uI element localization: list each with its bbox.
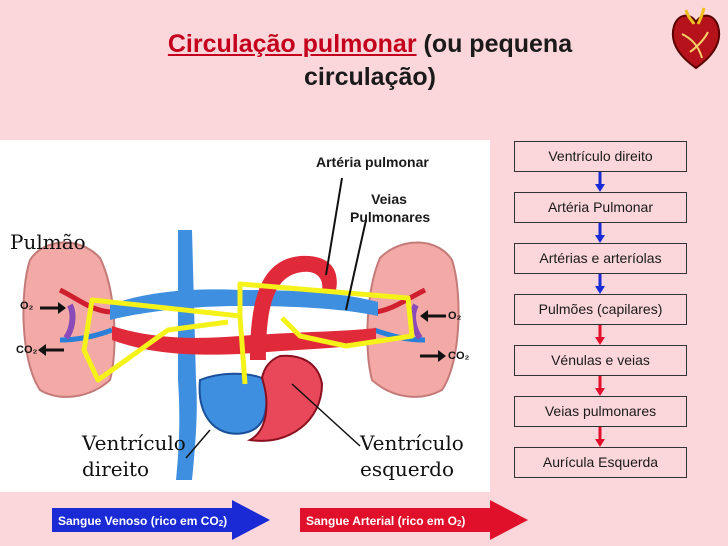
flow-arrow	[595, 223, 605, 243]
flow-step: Artéria Pulmonar	[514, 192, 687, 223]
legend-arterial: Sangue Arterial (rico em O2)	[300, 500, 530, 540]
flow-arrow	[595, 325, 605, 345]
label-arteria-pulmonar: Artéria pulmonar	[316, 154, 429, 170]
label-veias-pulmonares: Veias Pulmonares	[350, 190, 431, 226]
legend-venous-arrow	[52, 500, 270, 540]
aorta	[250, 255, 337, 360]
flow-step: Pulmões (capilares)	[514, 294, 687, 325]
flow-step: Veias pulmonares	[514, 396, 687, 427]
label-co2-left: CO₂	[16, 344, 38, 356]
flow-arrow	[595, 376, 605, 396]
label-vd-line2: direito	[82, 457, 150, 481]
label-veias-line1: Veias	[371, 191, 407, 207]
circulation-path-yellow	[81, 281, 415, 385]
anatomy-illustration	[22, 177, 460, 480]
label-ventriculo-esquerdo: Ventrículo esquerdo	[360, 430, 464, 482]
page-title: Circulação pulmonar (ou pequena circulaç…	[60, 28, 680, 94]
label-vd-line1: Ventrículo	[82, 431, 186, 455]
flow-arrow	[595, 427, 605, 447]
legend-venous: Sangue Venoso (rico em CO2)	[52, 500, 272, 540]
flow-step: Vénulas e veias	[514, 345, 687, 376]
circulation-diagram: Pulmão O₂ CO₂ O₂ CO₂ Ventrículo direito …	[0, 140, 490, 492]
title-line2: circulação)	[303, 63, 436, 91]
heart-icon	[671, 7, 721, 70]
flow-step: Artérias e arteríolas	[514, 243, 687, 274]
right-ventricle	[198, 372, 268, 435]
label-ve-line1: Ventrículo	[360, 431, 464, 455]
left-lung	[22, 241, 116, 398]
flow-step: Aurícula Esquerda	[514, 447, 687, 478]
title-rest: (ou pequena	[416, 30, 573, 58]
flow-arrow	[595, 274, 605, 294]
label-ventriculo-direito: Ventrículo direito	[82, 430, 186, 482]
label-o2-right: O₂	[448, 310, 462, 322]
flow-arrow	[595, 172, 605, 192]
left-ventricle	[246, 354, 324, 442]
flow-step: Ventrículo direito	[514, 141, 687, 172]
legend-venous-text: Sangue Venoso (rico em CO2)	[58, 514, 228, 528]
label-ve-line2: esquerdo	[360, 457, 455, 481]
legend-arterial-arrow	[300, 500, 528, 540]
label-veias-line2: Pulmonares	[350, 209, 431, 225]
legend-arterial-text: Sangue Arterial (rico em O2)	[306, 514, 466, 528]
label-co2-right: CO₂	[448, 350, 470, 362]
pulmonary-artery	[110, 289, 378, 320]
label-pulmao: Pulmão	[10, 230, 86, 254]
label-o2-left: O₂	[20, 300, 34, 312]
title-highlight: Circulação pulmonar	[167, 30, 417, 58]
